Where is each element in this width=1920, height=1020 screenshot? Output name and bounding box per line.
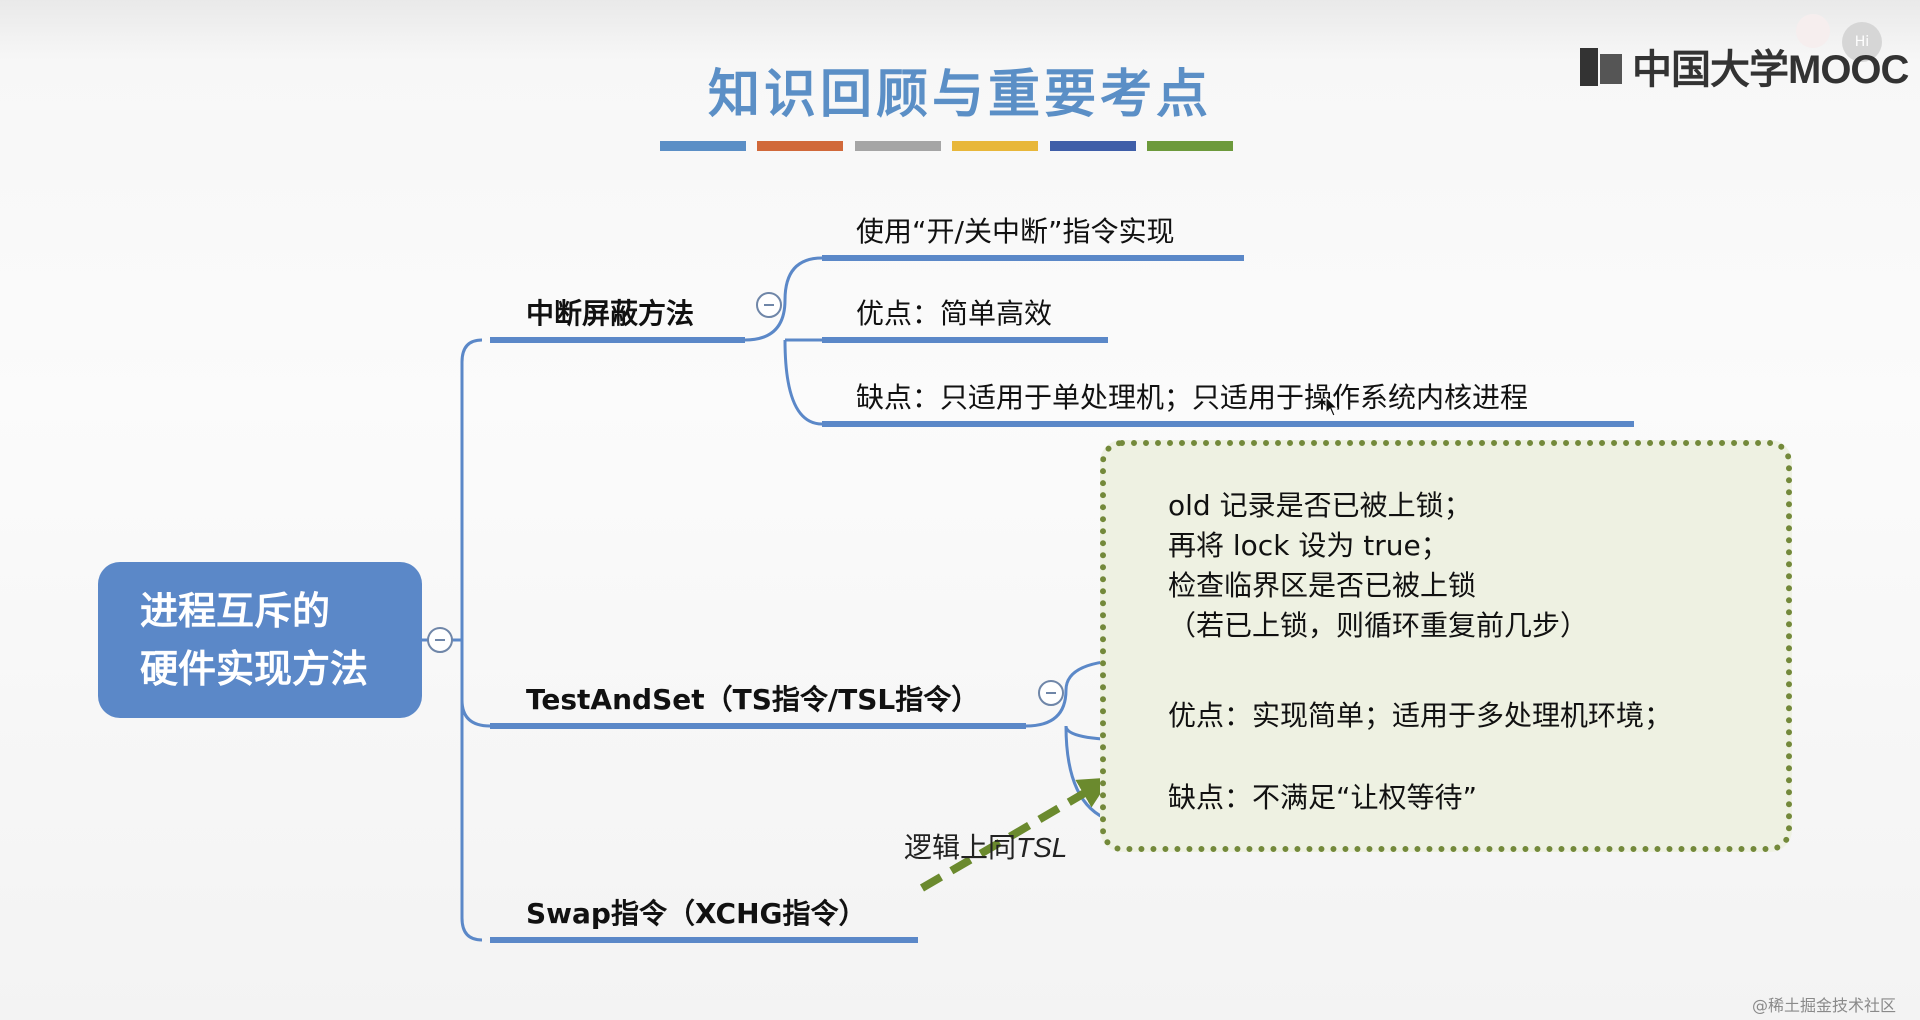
- root-fork: [460, 338, 483, 942]
- watermark: @稀土掘金技术社区: [1752, 996, 1897, 1015]
- stripe-2: [757, 141, 843, 151]
- tsl-detail-line-4: （若已上锁，则循环重复前几步）: [1168, 609, 1589, 642]
- root-tsl-link: [460, 699, 491, 728]
- tsl-detail-line-3: 检查临界区是否已被上锁: [1168, 569, 1477, 602]
- mooc-logo-icon: [1578, 44, 1626, 88]
- tsl-child-2[interactable]: 缺点：不满足“让权等待”: [1168, 781, 1478, 814]
- hi-badge[interactable]: Hi: [1842, 22, 1882, 62]
- stripe-6: [1147, 141, 1233, 151]
- collapse-interrupt-icon[interactable]: [756, 292, 782, 318]
- logic-arrow-label: 逻辑上同TSL: [904, 826, 1067, 866]
- interrupt-child-2[interactable]: 优点：简单高效: [856, 297, 1053, 330]
- stripe-4: [952, 141, 1038, 151]
- root-node[interactable]: 进程互斥的 硬件实现方法: [98, 562, 422, 718]
- logic-arrow-label-prefix: 逻辑上同: [904, 831, 1017, 864]
- collapse-root-icon[interactable]: [427, 627, 453, 653]
- mooc-logo-text: 中国大学MOOC: [1632, 48, 1909, 92]
- tsl-detail-line-1: old 记录是否已被上锁；: [1168, 489, 1472, 522]
- branch-interrupt-label[interactable]: 中断屏蔽方法: [526, 297, 695, 330]
- root-line-1: 进程互斥的: [140, 589, 331, 633]
- root-line-2: 硬件实现方法: [140, 647, 369, 691]
- tsl-detail-line-2: 再将 lock 设为 true；: [1168, 529, 1449, 562]
- collapse-tsl-icon[interactable]: [1038, 680, 1064, 706]
- tsl-detail-box: [1100, 440, 1792, 852]
- interrupt-child-3[interactable]: 缺点：只适用于单处理机；只适用于操作系统内核进程: [856, 381, 1529, 414]
- tsl-detail-text: old 记录是否已被上锁； 再将 lock 设为 true； 检查临界区是否已被…: [1168, 486, 1588, 646]
- slide-title: 知识回顾与重要考点: [707, 65, 1212, 125]
- stripe-3: [855, 141, 941, 151]
- logic-arrow-label-tsl: TSL: [1016, 832, 1068, 863]
- stripe-5: [1050, 141, 1136, 151]
- interrupt-fork: [744, 256, 823, 426]
- mooc-logo: 中国大学MOOC: [1578, 42, 1909, 92]
- branch-tsl-label[interactable]: TestAndSet（TS指令/TSL指令）: [526, 683, 980, 716]
- mouse-cursor-icon: [1325, 396, 1339, 417]
- tsl-child-1[interactable]: 优点：实现简单；适用于多处理机环境；: [1168, 699, 1673, 732]
- title-stripes: [660, 141, 1240, 151]
- stripe-1: [660, 141, 746, 151]
- logic-arrow: [919, 777, 1112, 892]
- interrupt-child-1[interactable]: 使用“开/关中断”指令实现: [856, 215, 1175, 248]
- assistant-avatar-icon[interactable]: [1796, 14, 1830, 48]
- branch-swap-label[interactable]: Swap指令（XCHG指令）: [526, 897, 867, 930]
